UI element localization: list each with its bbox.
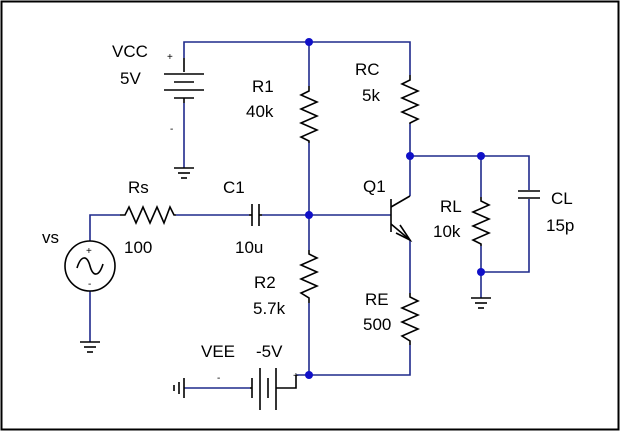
label-vcc-name: VCC <box>112 42 148 61</box>
ac-source-vs <box>64 240 116 292</box>
node-dot-base <box>305 211 313 219</box>
wire-bottom-rail <box>296 345 411 376</box>
label-rl-name: RL <box>440 197 462 216</box>
label-vee-minus: - <box>217 373 220 384</box>
resistor-rl <box>471 197 491 246</box>
capacitor-cl <box>518 190 540 199</box>
label-r2-name: R2 <box>254 273 276 292</box>
label-vcc-value: 5V <box>120 69 141 88</box>
label-re-value: 500 <box>363 315 391 334</box>
label-vs-name: vs <box>42 228 59 247</box>
capacitor-c1 <box>249 204 262 226</box>
label-cl-value: 15p <box>546 216 574 235</box>
battery-vcc <box>164 58 204 103</box>
resistor-rs <box>120 205 176 226</box>
label-rs-value: 100 <box>124 238 152 257</box>
node-dot-collector <box>406 152 414 160</box>
label-rc-name: RC <box>355 60 380 79</box>
label-vcc-minus: - <box>170 124 173 135</box>
label-q1-name: Q1 <box>363 177 386 196</box>
label-r1-value: 40k <box>246 102 274 121</box>
label-vs-plus: + <box>86 246 92 257</box>
resistor-r1 <box>299 86 319 143</box>
resistor-r2 <box>299 250 319 303</box>
label-cl-name: CL <box>551 189 573 208</box>
label-vee-plus: + <box>293 371 299 382</box>
node-dot-load-bottom <box>477 268 485 276</box>
node-dot-emitter-rail <box>305 371 313 379</box>
ground-vee <box>173 378 185 398</box>
ground-vs <box>80 341 100 353</box>
ground-load <box>471 297 491 309</box>
wires <box>89 41 530 389</box>
label-rs-name: Rs <box>128 178 149 197</box>
resistor-rc <box>400 75 420 124</box>
label-c1-value: 10u <box>235 238 263 257</box>
label-vee-name: VEE <box>201 342 235 361</box>
label-rc-value: 5k <box>362 86 380 105</box>
label-c1-name: C1 <box>223 178 245 197</box>
ground-vcc <box>174 167 194 179</box>
label-vs-minus: - <box>88 279 91 290</box>
wire-top-rail <box>183 41 411 75</box>
transistor-q1 <box>390 195 413 243</box>
resistor-re <box>400 293 420 345</box>
node-dot-top <box>305 38 313 46</box>
battery-vee <box>250 368 297 410</box>
frame <box>0 0 620 431</box>
label-r2-value: 5.7k <box>253 299 286 318</box>
label-vee-value: -5V <box>256 342 283 361</box>
label-r1-name: R1 <box>252 77 274 96</box>
label-re-name: RE <box>365 290 389 309</box>
node-dot-rl-top <box>477 152 485 160</box>
wire-collector-cl <box>410 155 530 190</box>
label-vcc-plus: + <box>167 52 173 63</box>
wire-load-bottom <box>480 199 530 273</box>
label-rl-value: 10k <box>433 222 461 241</box>
wire-vs-rs <box>89 214 120 241</box>
